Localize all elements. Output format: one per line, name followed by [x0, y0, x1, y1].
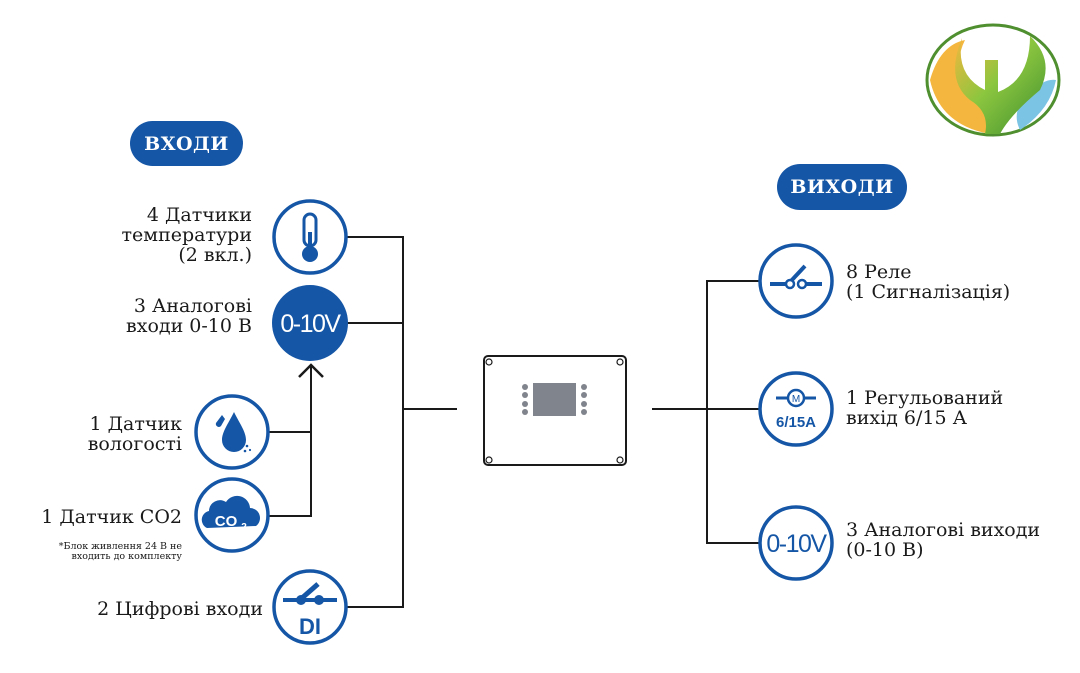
relay-switch-icon	[758, 243, 834, 319]
label-line: 1 Датчик	[89, 413, 182, 435]
power-supply-note: *Блок живлення 24 В не входить до компле…	[59, 542, 182, 562]
input-label-humidity: 1 Датчик вологості	[88, 414, 182, 454]
label-line: (1 Сигналізація)	[846, 281, 1011, 303]
output-label-regulated: 1 Регульований вихід 6/15 А	[846, 388, 1003, 428]
0-10v-output-icon: 0-10V	[758, 505, 834, 581]
svg-text:DI: DI	[299, 614, 321, 639]
line-outputs-trunk	[706, 280, 759, 544]
label-line: (0-10 В)	[846, 539, 924, 561]
note-line: входить до комплекту	[71, 551, 182, 562]
label-line: 3 Аналогові	[133, 295, 252, 317]
label-line: 8 Реле	[846, 261, 912, 283]
label-line: 4 Датчики	[146, 204, 252, 226]
output-label-analog-out: 3 Аналогові виходи (0-10 В)	[846, 520, 1040, 560]
co2-cloud-icon: CO 2	[194, 477, 270, 553]
motor-icon: M 6/15A	[758, 371, 834, 447]
svg-text:0-10V: 0-10V	[766, 530, 827, 558]
label-line: вологості	[87, 433, 182, 455]
svg-text:2: 2	[241, 522, 247, 533]
input-label-analog-in: 3 Аналогові входи 0-10 В	[126, 296, 252, 336]
controller-device-icon	[483, 355, 627, 466]
device-buttons	[522, 384, 587, 415]
label-line: (2 вкл.)	[178, 244, 252, 266]
svg-text:0-10V: 0-10V	[280, 310, 341, 338]
line-temperature	[347, 236, 404, 608]
connection-lines	[269, 236, 759, 608]
input-label-co2: 1 Датчик CO2	[41, 507, 182, 527]
thermometer-icon	[272, 199, 348, 275]
water-drop-icon	[194, 394, 270, 470]
label-line: 2 Цифрові входи	[97, 598, 263, 620]
label-line: температури	[121, 224, 252, 246]
output-label-relays: 8 Реле (1 Сигналізація)	[846, 262, 1010, 302]
0-10v-input-icon: 0-10V	[272, 285, 348, 361]
svg-text:CO: CO	[215, 513, 238, 530]
outputs-title: ВИХОДИ	[777, 164, 907, 210]
svg-text:6/15A: 6/15A	[776, 414, 816, 431]
input-label-temperature: 4 Датчики температури (2 вкл.)	[122, 205, 252, 265]
device-screen	[533, 383, 576, 416]
note-line: *Блок живлення 24 В не	[58, 541, 182, 552]
brand-logo	[925, 23, 1061, 137]
label-line: 1 Датчик CO2	[41, 506, 182, 528]
arrow-head-icon	[298, 363, 324, 378]
inputs-title: ВХОДИ	[130, 121, 243, 166]
digital-input-switch-icon: DI	[272, 569, 348, 645]
label-line: входи 0-10 В	[126, 315, 252, 337]
line-co2	[269, 366, 312, 517]
label-line: вихід 6/15 А	[846, 407, 967, 429]
label-line: 1 Регульований	[846, 387, 1004, 409]
label-line: 3 Аналогові виходи	[846, 519, 1041, 541]
input-label-digital-in: 2 Цифрові входи	[97, 599, 263, 619]
svg-text:M: M	[792, 394, 800, 405]
